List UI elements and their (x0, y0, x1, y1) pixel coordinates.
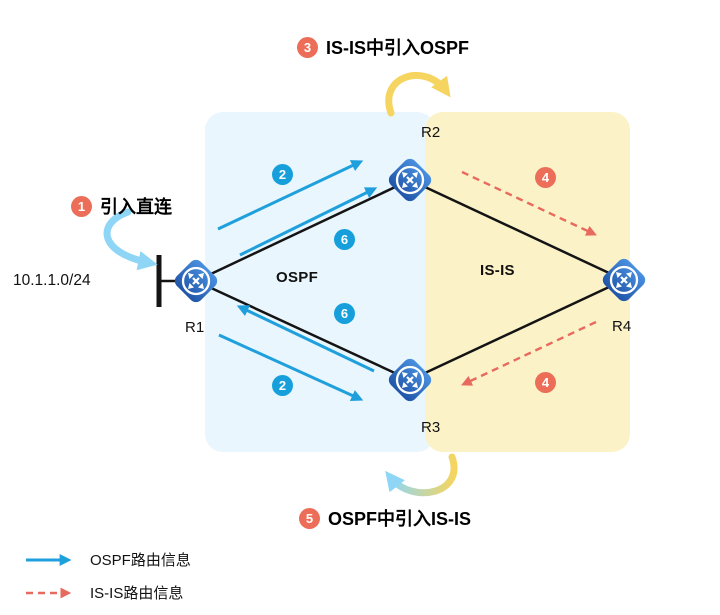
link-r1-r2 (195, 178, 411, 283)
flow-badge-step6-r1-r2: 6 (334, 229, 355, 250)
router-r1-label: R1 (185, 319, 205, 336)
router-r4 (594, 250, 654, 310)
flow-badge-step4-r4-r3: 4 (535, 372, 556, 393)
isis-flow-arrow-step4-r2-to-r4 (461, 170, 597, 236)
ospf-flow-arrow-step2-r1-to-r2 (217, 160, 364, 231)
legend-isis-arrow-icon (26, 587, 72, 598)
link-r3-r4 (409, 278, 625, 382)
step3-text: IS-IS中引入OSPF (326, 38, 470, 58)
router-r3-label: R3 (421, 419, 441, 436)
router-r2 (380, 150, 440, 210)
link-r1-r3 (195, 279, 411, 382)
flow-badge-step6-r3-r1: 6 (334, 303, 355, 324)
router-r2-label: R2 (421, 124, 441, 141)
isis-flow-arrow-step4-r4-to-r3 (461, 320, 597, 386)
ospf-flow-arrow-step6-r1-to-r2 (239, 187, 378, 257)
router-icon (388, 358, 432, 402)
redistribute-swoosh-step1-arrow (103, 208, 158, 271)
ospf-zone-label: OSPF (276, 269, 319, 286)
flow-badge-step2-r1-r2: 2 (272, 164, 293, 185)
router-icon (174, 259, 218, 303)
flow-badge-step2-r1-r3: 2 (272, 375, 293, 396)
legend-isis-label: IS-IS路由信息 (90, 585, 184, 602)
step1-number-badge: 1 (71, 195, 92, 217)
legend-isis-routes: IS-IS路由信息 (24, 582, 183, 603)
network-prefix-label: 10.1.1.0/24 (13, 272, 91, 289)
legend-ospf-arrow-icon (26, 553, 72, 566)
step3-number-badge: 3 (297, 36, 318, 58)
step5-number-badge: 5 (299, 507, 320, 529)
annotation-step1: 1 引入直连 (71, 193, 172, 219)
flow-badge-step4-r2-r4: 4 (535, 167, 556, 188)
ospf-zone (205, 112, 435, 452)
router-r1 (166, 251, 226, 311)
router-r4-label: R4 (612, 318, 632, 335)
link-r2-r4 (409, 178, 625, 282)
isis-zone (425, 112, 630, 452)
isis-zone-label: IS-IS (480, 262, 515, 279)
router-icon (602, 258, 646, 302)
ospf-flow-arrow-step2-r1-to-r3 (218, 333, 364, 401)
step5-text: OSPF中引入IS-IS (328, 509, 472, 529)
annotation-step3: 3 IS-IS中引入OSPF (297, 34, 469, 60)
annotation-step5: 5 OSPF中引入IS-IS (299, 505, 471, 531)
router-icon (388, 158, 432, 202)
step1-text: 引入直连 (100, 197, 172, 217)
redistribute-swoosh-step5-arrow (385, 453, 458, 497)
legend-ospf-routes: OSPF路由信息 (24, 549, 191, 570)
legend-ospf-label: OSPF路由信息 (90, 552, 191, 569)
redistribute-swoosh-step3-arrow (385, 72, 451, 117)
ospf-flow-arrow-step6-r3-to-r1 (236, 305, 375, 373)
router-r3 (380, 350, 440, 410)
